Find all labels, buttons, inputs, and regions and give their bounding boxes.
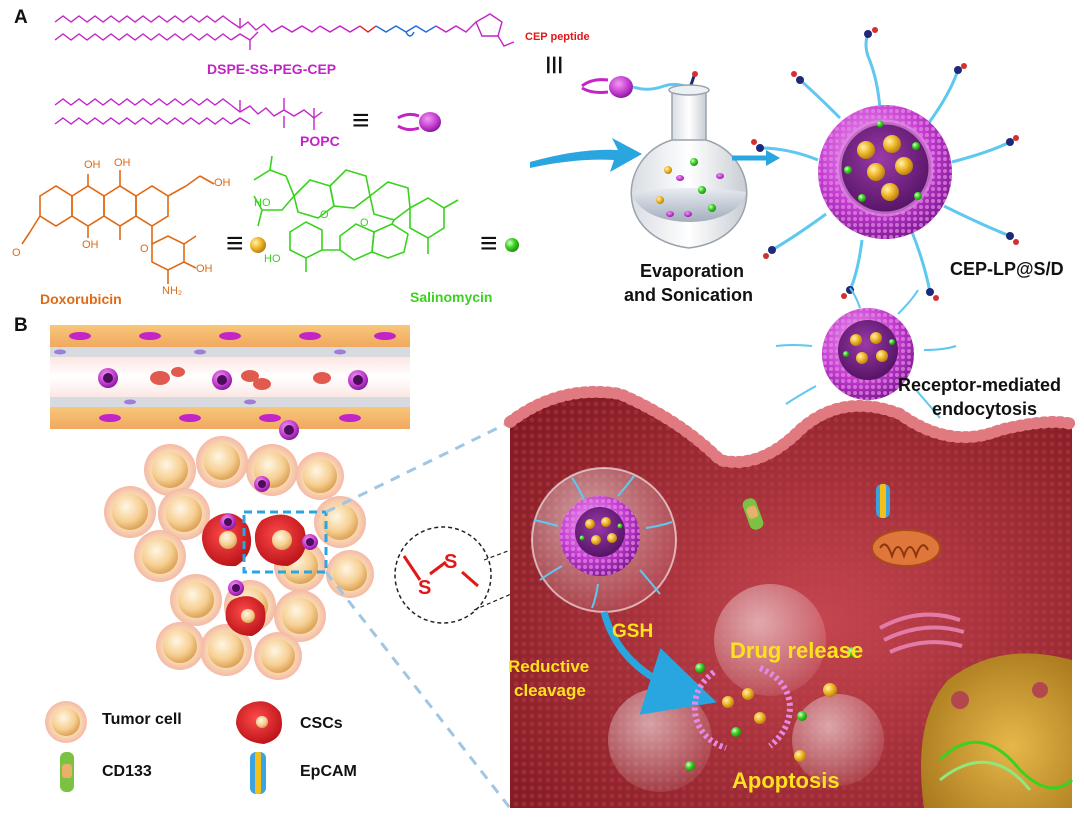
panel-b	[45, 287, 1078, 809]
cd133-receptor	[742, 498, 764, 530]
cell-zoom	[504, 287, 1078, 808]
endosome-icon	[531, 467, 677, 613]
arrow-to-liposome-icon	[732, 150, 780, 166]
doxorubicin-structure	[21, 170, 215, 284]
salinomycin-structure	[253, 155, 459, 272]
popc-lipid-icon	[397, 112, 441, 132]
blood-vessel	[50, 325, 410, 440]
doxorubicin-bead-icon	[250, 237, 266, 253]
legend	[45, 701, 282, 794]
gsh-arrow-icon	[600, 611, 717, 715]
panel-a	[21, 13, 1019, 301]
zoom-lines	[324, 420, 512, 809]
endocytosis-liposome-icon	[775, 287, 957, 419]
vesicle-icon	[792, 694, 884, 786]
legend-epcam-icon	[250, 752, 266, 794]
tumor-cluster	[104, 436, 374, 680]
epcam-receptor	[876, 484, 890, 518]
arrow-to-flask-icon	[530, 138, 642, 172]
vesicle-icon	[714, 584, 826, 696]
mitochondrion-icon	[871, 529, 941, 567]
salinomycin-bead-icon	[505, 238, 519, 252]
golgi-icon	[879, 612, 965, 654]
released-drugs	[685, 647, 857, 771]
dspe-structure	[54, 13, 515, 50]
legend-cd133-icon	[60, 752, 74, 792]
popc-structure	[54, 98, 323, 130]
zoom-box	[242, 510, 328, 574]
flask-icon	[630, 84, 748, 249]
liposome-icon	[751, 27, 1019, 301]
